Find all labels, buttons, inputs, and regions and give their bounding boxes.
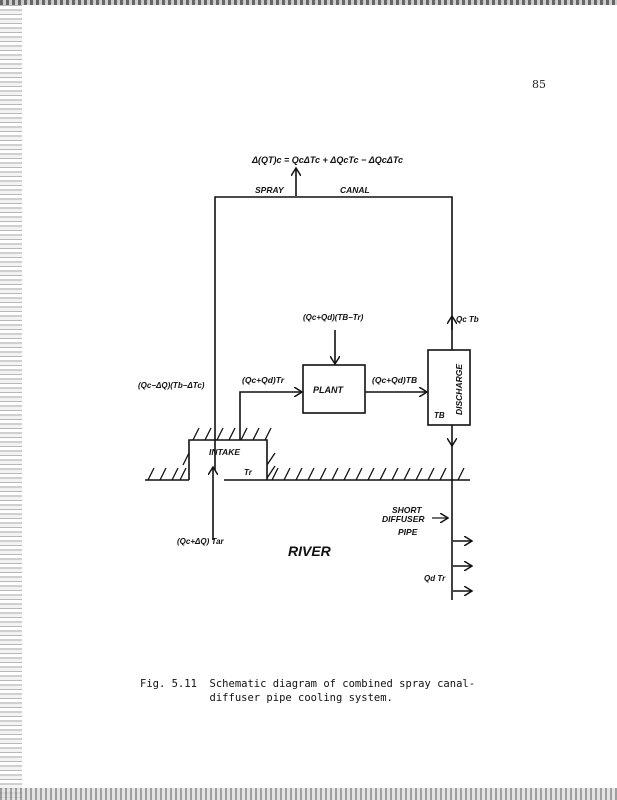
scan-edge-bottom [0,788,617,800]
discharge-box [427,349,471,426]
plant-label: PLANT [313,385,344,395]
intake-to-plant-line [239,392,302,440]
plant-heat-label: (Qc+Qd)(TB−Tr) [303,313,364,322]
caption-line-2: diffuser pipe cooling system. [140,692,393,704]
canal-return-label: (Qc−ΔQ)(Tb−ΔTc) [138,381,205,390]
intake-box [188,439,268,480]
diffuser-label-2: DIFFUSER [382,514,425,524]
scan-edge-top [0,0,617,5]
river-label: RIVER [288,543,332,559]
ground-hatching [147,427,465,481]
discharge-label: DISCHARGE [454,364,464,415]
spray-canal-line [214,196,453,470]
intake-temp-label: Tr [244,468,253,477]
caption-line-1: Fig. 5.11 Schematic diagram of combined … [140,678,476,690]
page-number: 85 [532,78,546,91]
diffuser-label-1: SHORT [392,505,422,515]
plant-to-discharge-label: (Qc+Qd)TB [372,375,417,385]
river-inflow-label: (Qc+ΔQ) Tar [177,537,225,546]
intake-label: INTAKE [209,447,240,457]
diffuser-label-3: PIPE [398,527,418,537]
discharge-temp-label: TB [434,411,445,420]
discharge-to-canal-label: Qc Tb [456,315,479,324]
intake-to-plant-label: (Qc+Qd)Tr [242,375,285,385]
scan-edge-left [0,0,22,800]
diffuser-flow-label: Qd Tr [424,574,446,583]
canal-label: CANAL [340,185,370,195]
top-equation: Δ(QT)c = QcΔTc + ΔQcTc − ΔQcΔTc [251,155,403,165]
figure-caption: Fig. 5.11 Schematic diagram of combined … [140,677,475,705]
spray-label: SPRAY [255,185,285,195]
